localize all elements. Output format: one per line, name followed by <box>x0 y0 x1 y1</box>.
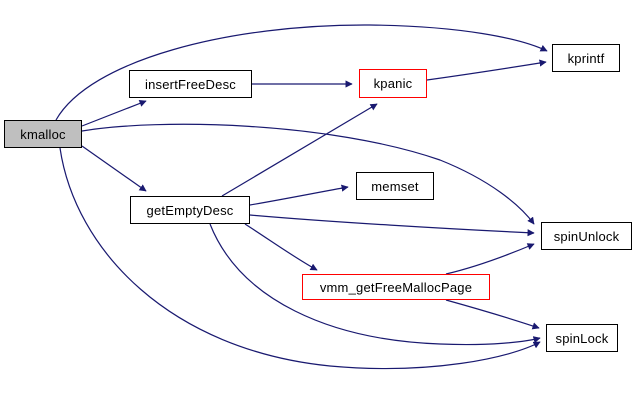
node-getemptydesc-label: getEmptyDesc <box>146 202 234 218</box>
edge-vmmgetfreemallocpage-spinlock <box>445 299 540 330</box>
edge-kmalloc-insertfreedesc <box>81 100 147 127</box>
edge-kmalloc-spinlock <box>59 147 541 370</box>
node-kpanic[interactable]: kpanic <box>359 69 427 98</box>
node-spinlock[interactable]: spinLock <box>546 324 618 352</box>
node-insertfreedesc-label: insertFreeDesc <box>145 76 236 92</box>
edge-kmalloc-spinunlock <box>81 123 535 225</box>
node-getemptydesc[interactable]: getEmptyDesc <box>130 196 250 224</box>
node-kprintf-label: kprintf <box>567 50 605 66</box>
node-memset[interactable]: memset <box>356 172 434 200</box>
node-insertfreedesc[interactable]: insertFreeDesc <box>129 70 252 98</box>
node-spinunlock-label: spinUnlock <box>553 228 620 244</box>
edge-getemptydesc-spinlock <box>209 223 541 346</box>
edge-getemptydesc-kpanic <box>221 103 378 197</box>
edge-kmalloc-kprintf <box>55 24 548 121</box>
edge-getemptydesc-spinunlock <box>249 214 535 237</box>
edge-getemptydesc-vmmgetfreemallocpage <box>244 223 318 271</box>
node-vmmgetfreemallocpage[interactable]: vmm_getFreeMallocPage <box>302 274 490 300</box>
node-spinlock-label: spinLock <box>555 330 609 346</box>
node-kmalloc[interactable]: kmalloc <box>4 120 82 148</box>
node-memset-label: memset <box>371 178 419 194</box>
edge-getemptydesc-memset <box>249 184 349 206</box>
node-kprintf[interactable]: kprintf <box>552 44 620 72</box>
edge-kmalloc-getemptydesc <box>81 145 147 192</box>
node-vmmgetfreemallocpage-label: vmm_getFreeMallocPage <box>319 279 473 295</box>
node-kpanic-label: kpanic <box>373 76 413 91</box>
edge-kpanic-kprintf <box>426 59 547 81</box>
edge-vmmgetfreemallocpage-spinunlock <box>445 243 535 275</box>
node-spinunlock[interactable]: spinUnlock <box>541 222 632 250</box>
node-kmalloc-label: kmalloc <box>20 126 66 142</box>
